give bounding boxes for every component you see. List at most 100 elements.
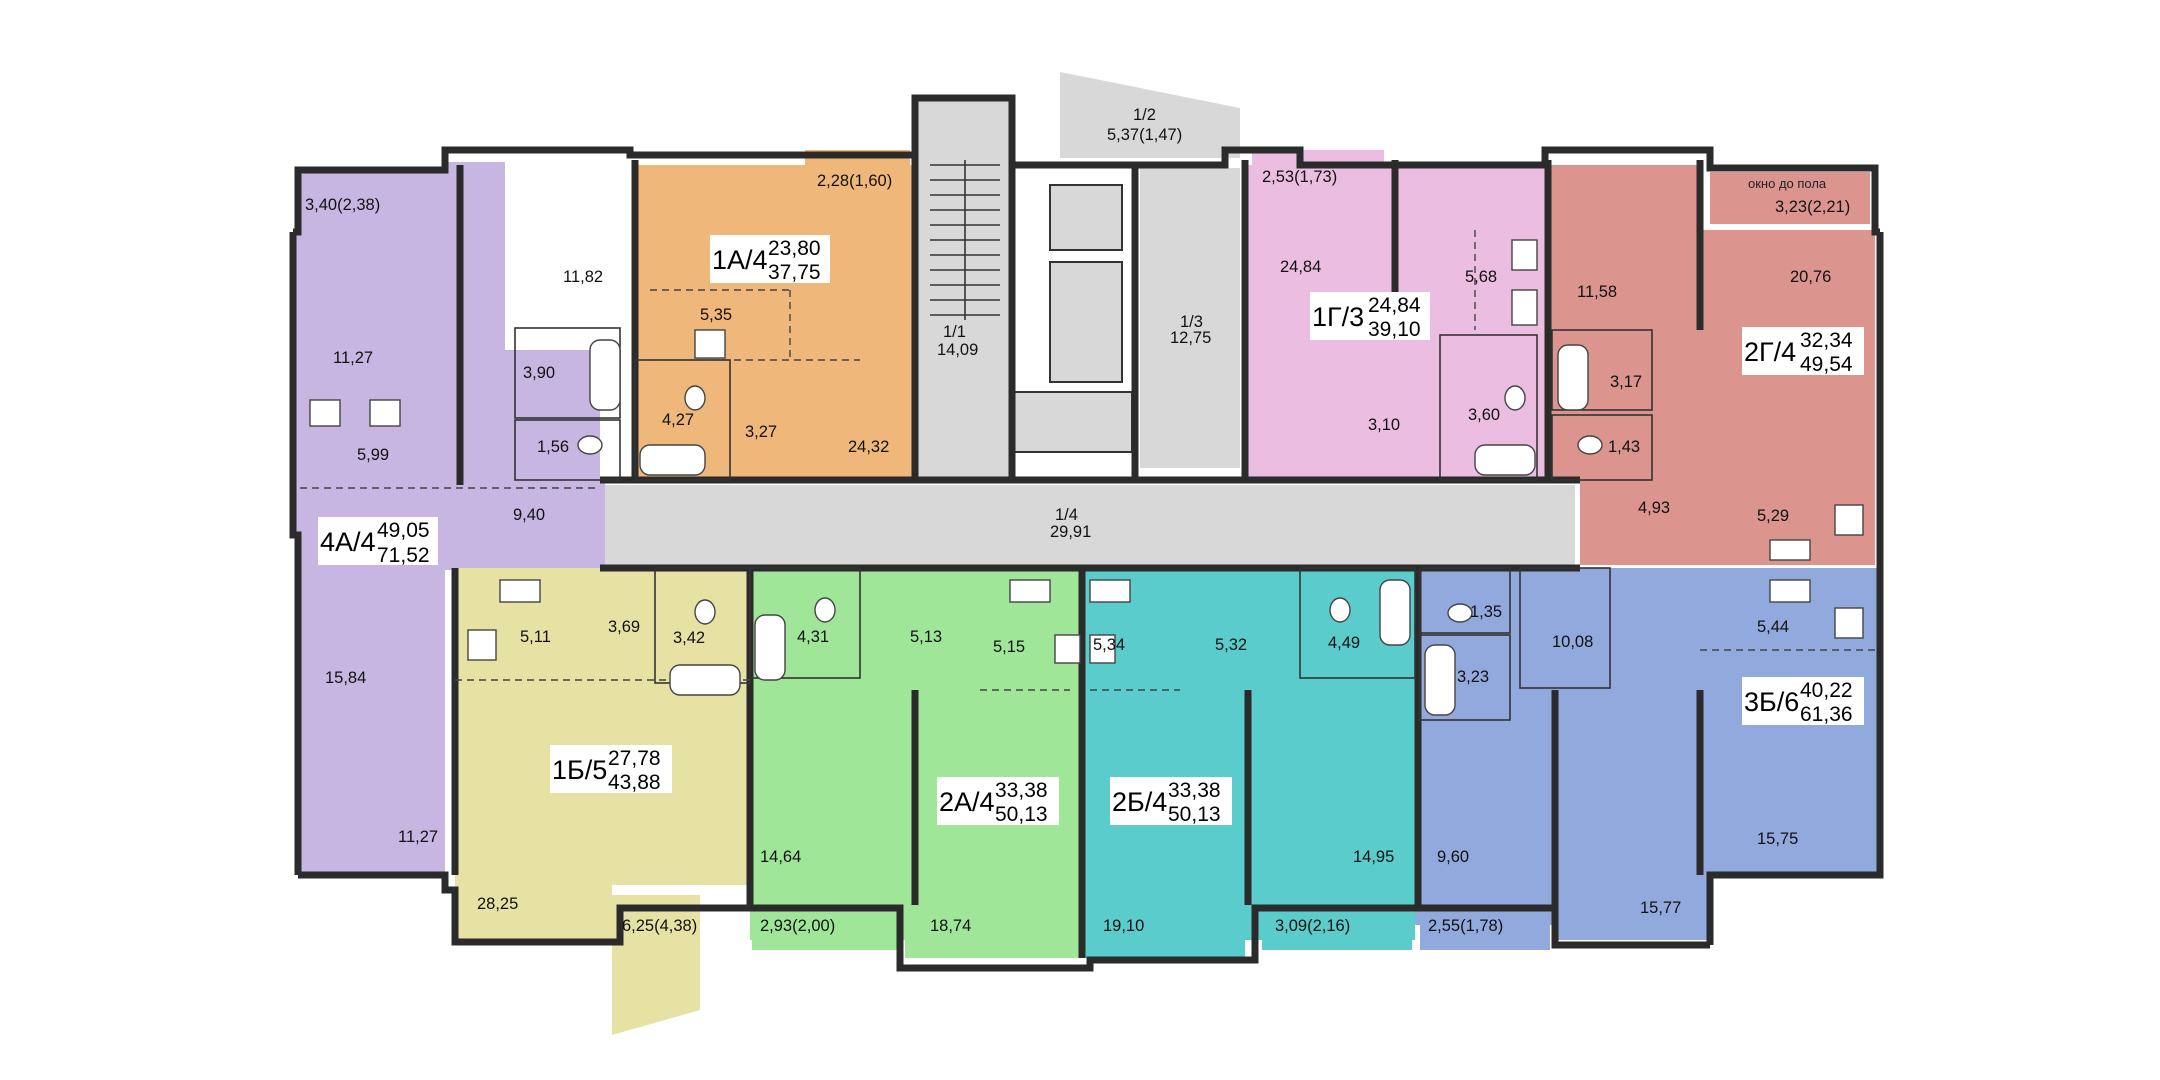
apartment-label-2g[interactable]: 2Г/4 32,34 49,54 xyxy=(1742,327,1864,376)
room-area: 11,27 xyxy=(333,349,373,367)
room-area: 5,35 xyxy=(700,306,732,324)
room-area: 3,42 xyxy=(673,629,705,647)
bathtub-icon xyxy=(754,614,786,681)
apartment-total-area: 49,54 xyxy=(1800,353,1853,376)
room-area: 2,53(1,73) xyxy=(1262,168,1337,186)
toilet-icon xyxy=(1329,597,1351,623)
room-area: 3,23 xyxy=(1457,668,1489,686)
balcony-3b[interactable] xyxy=(1420,905,1550,950)
balcony-2b[interactable] xyxy=(1262,905,1412,950)
room-area: 2,55(1,78) xyxy=(1428,917,1503,935)
apartment-label-2b[interactable]: 2Б/4 33,38 50,13 xyxy=(1110,777,1232,826)
apartment-4a-fill[interactable] xyxy=(293,162,605,875)
kitchen-sink-icon xyxy=(1009,579,1051,603)
room-area: 2,28(1,60) xyxy=(817,172,892,190)
window-note: окно до пола xyxy=(1748,176,1827,191)
apartment-label-3b[interactable]: 3Б/6 40,22 61,36 xyxy=(1742,677,1864,726)
apartment-name: 2А/4 xyxy=(939,787,995,817)
kitchen-sink-icon xyxy=(369,399,401,427)
outer-wall-east xyxy=(1706,232,1884,945)
room-area: 4,49 xyxy=(1328,634,1360,652)
kitchen-sink-icon xyxy=(1769,539,1811,561)
room-area: 24,84 xyxy=(1280,258,1321,276)
kitchen-sink-icon xyxy=(499,579,541,603)
common-areas xyxy=(605,72,1575,565)
room-area: 24,32 xyxy=(848,438,889,456)
partitions xyxy=(300,230,1875,721)
room-area: 5,99 xyxy=(357,446,389,464)
common-area-name: 1/2 xyxy=(1133,106,1156,124)
apartment-3b-fill[interactable] xyxy=(1415,568,1880,940)
kitchen-stove-icon xyxy=(1089,634,1116,664)
apartment-labels: 4А/4 49,05 71,52 1А/4 23,80 37,75 1Г/3 2… xyxy=(318,235,1864,826)
balcony-1b[interactable] xyxy=(612,895,700,1035)
common-corridor[interactable] xyxy=(605,485,1575,565)
room-area: 1,56 xyxy=(537,438,569,456)
room-area: 5,68 xyxy=(1465,268,1497,286)
common-balcony-1-2[interactable] xyxy=(1060,72,1240,158)
outer-wall-south xyxy=(298,871,1710,972)
room-area: 3,69 xyxy=(608,618,640,636)
room-area: 4,93 xyxy=(1638,499,1670,517)
balcony-1g[interactable] xyxy=(1252,150,1384,200)
room-area: 15,77 xyxy=(1640,899,1681,917)
room-area: 28,25 xyxy=(477,895,518,913)
room-area: 5,44 xyxy=(1757,618,1789,636)
stair-steps xyxy=(930,160,1000,320)
kitchen-stove-icon xyxy=(1511,239,1538,271)
room-area: 3,23(2,21) xyxy=(1775,198,1850,216)
apartment-label-1b[interactable]: 1Б/5 27,78 43,88 xyxy=(550,745,672,794)
apartment-name: 1А/4 xyxy=(712,245,768,275)
apartment-label-1a[interactable]: 1А/4 23,80 37,75 xyxy=(710,235,830,284)
walls xyxy=(289,94,1884,972)
room-area: 4,31 xyxy=(797,628,829,646)
elevator-shaft-2 xyxy=(1049,261,1123,383)
apartment-total-area: 37,75 xyxy=(768,261,821,284)
balcony-2g[interactable] xyxy=(1710,172,1870,224)
apartment-fills xyxy=(293,150,1880,1035)
apartment-label-4a[interactable]: 4А/4 49,05 71,52 xyxy=(318,517,438,567)
toilet-icon xyxy=(1504,385,1526,411)
apartment-total-area: 50,13 xyxy=(1168,803,1221,826)
apartment-living-area: 40,22 xyxy=(1800,679,1853,702)
bathtub-icon xyxy=(589,339,621,411)
room-area: 10,08 xyxy=(1552,633,1593,651)
common-area-value: 29,91 xyxy=(1050,523,1091,541)
common-stairwell[interactable] xyxy=(915,98,1013,483)
apartment-living-area: 32,34 xyxy=(1800,329,1853,352)
elevator-shaft-3 xyxy=(1011,391,1133,453)
room-area: 2,93(2,00) xyxy=(760,917,835,935)
room-area: 1,43 xyxy=(1608,438,1640,456)
apartment-name: 4А/4 xyxy=(320,527,376,557)
apartment-label-1g[interactable]: 1Г/3 24,84 39,10 xyxy=(1310,292,1430,341)
bathtub-icon xyxy=(1474,444,1536,476)
outer-wall-west xyxy=(289,232,302,875)
room-area: 9,40 xyxy=(513,506,545,524)
room-area: 11,27 xyxy=(398,828,438,846)
apartment-label-2a[interactable]: 2А/4 33,38 50,13 xyxy=(937,777,1059,826)
common-hall-1-3[interactable] xyxy=(1140,168,1240,468)
balcony-2a[interactable] xyxy=(752,905,902,950)
kitchen-sink-icon xyxy=(1769,579,1811,603)
apartment-living-area: 24,84 xyxy=(1368,294,1421,317)
toilet-icon xyxy=(684,385,706,411)
room-area: 3,17 xyxy=(1610,373,1642,391)
toilet-icon xyxy=(577,435,603,455)
apartment-name: 3Б/6 xyxy=(1744,687,1799,717)
room-area: 3,40(2,38) xyxy=(305,196,380,214)
room-area: 15,84 xyxy=(325,669,366,687)
kitchen-stove-icon xyxy=(309,399,341,427)
room-area: 3,09(2,16) xyxy=(1275,917,1350,935)
common-labels: 1/1 14,09 1/2 5,37(1,47) 1/3 12,75 1/4 2… xyxy=(937,106,1211,541)
room-area: 14,95 xyxy=(1353,848,1394,866)
apartment-total-area: 61,36 xyxy=(1800,703,1853,726)
room-area: 20,76 xyxy=(1790,268,1831,286)
apartment-living-area: 27,78 xyxy=(608,747,661,770)
kitchen-stove-icon xyxy=(694,329,726,359)
balcony-4a[interactable] xyxy=(297,172,445,222)
kitchen-stove-icon xyxy=(1834,504,1864,536)
fixtures xyxy=(309,239,1864,716)
apartment-2g-fill[interactable] xyxy=(1550,165,1875,565)
room-area: 3,60 xyxy=(1468,406,1500,424)
